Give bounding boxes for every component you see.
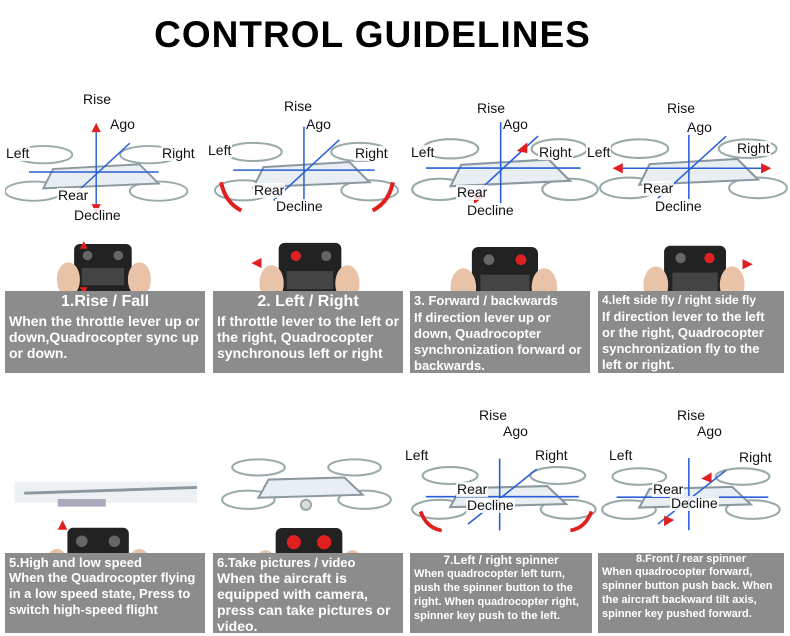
drone-icon [214,141,399,202]
label-decline: Decline [275,198,324,214]
label-right: Right [534,447,569,463]
panel-left-right-spinner: Rise Ago Left Right Rear Decline 7.Left … [404,407,597,635]
panel-side-fly: Rise Ago Left Right Rear Decline 4.left … [586,95,788,373]
label-ago: Ago [696,423,723,439]
label-decline: Decline [466,202,515,218]
caption-body: When the throttle lever up or down,Quadr… [9,313,200,361]
caption-title: 1.Rise / Fall [60,293,150,310]
label-right: Right [354,145,389,161]
label-rear: Rear [456,481,489,497]
label-left: Left [207,142,233,158]
caption-title: 2. Left / Right [257,293,359,310]
label-rear: Rear [253,182,286,198]
panel-front-rear-spinner: Rise Ago Left Right Rear Decline 8.Front… [598,407,784,635]
label-rise: Rise [476,100,507,116]
label-rise: Rise [82,91,113,107]
drone-icon [5,145,189,202]
caption-title: 6.Take pictures / video [217,555,356,570]
label-rise: Rise [478,407,509,423]
caption-body: When quadrocopter left turn, push the sp… [414,568,579,622]
caption-panel-2: 2. Left / Right If throttle lever to the… [213,291,403,373]
label-rear: Rear [642,180,675,196]
label-right: Right [736,140,771,156]
label-rear: Rear [57,187,90,203]
label-rear: Rear [652,481,685,497]
caption-panel-5: 5.High and low speed When the Quadrocopt… [5,553,205,633]
drone-controller-illustration [5,122,189,297]
drone-controller-illustration [214,126,399,302]
caption-title: 8.Front / rear spinner [635,553,747,565]
label-left: Left [404,447,430,463]
caption-title: 3. Forward / backwards [414,293,558,308]
caption-panel-8: 8.Front / rear spinner When quadrocopter… [598,553,784,633]
caption-panel-4: 4.left side fly / right side fly If dire… [598,291,784,373]
drone-icon [221,458,392,511]
label-ago: Ago [109,116,136,132]
panel-forward-backwards: Rise Ago Left Right Rear Decline 3. Forw… [410,95,599,373]
caption-panel-1: 1.Rise / Fall When the throttle lever up… [5,291,205,373]
label-right: Right [538,144,573,160]
panel-pictures-video: 6.Take pictures / video When the aircraf… [213,410,403,635]
drone-icon [14,481,197,507]
caption-title: 5.High and low speed [9,555,142,570]
panel-left-right: Rise Ago Left Right Rear Decline 2. Left… [207,95,403,373]
caption-title: 4.left side fly / right side fly [602,293,757,307]
label-rear: Rear [456,184,489,200]
label-decline: Decline [654,198,703,214]
caption-panel-6: 6.Take pictures / video When the aircraf… [213,553,403,634]
caption-body: If direction lever to the left or the ri… [602,309,765,372]
label-ago: Ago [502,116,529,132]
panel-speed: 5.High and low speed When the Quadrocopt… [5,410,205,635]
caption-panel-3: 3. Forward / backwards If direction leve… [410,291,590,373]
caption-panel-7: 7.Left / right spinner When quadrocopter… [410,553,592,633]
caption-body: When quadrocopter forward, spinner butto… [602,566,773,620]
caption-title: 7.Left / right spinner [443,553,559,567]
label-decline: Decline [73,207,122,223]
caption-body: When the aircraft is equipped with camer… [217,570,391,634]
caption-body: When the Quadrocopter flying in a low sp… [9,570,196,617]
label-right: Right [738,449,773,465]
label-ago: Ago [305,116,332,132]
caption-body: If throttle lever to the left or the rig… [217,313,400,361]
panel-rise-fall: Rise Ago Left Right Rear Decline 1.Rise … [5,91,205,373]
controller-icon [56,241,151,297]
drone-icon [601,467,781,520]
caption-body: If direction lever up or down, Quadrocop… [414,310,582,373]
page-title: CONTROL GUIDELINES [154,14,591,55]
label-left: Left [5,145,31,161]
label-rise: Rise [666,100,697,116]
label-decline: Decline [466,497,515,513]
label-ago: Ago [686,119,713,135]
label-rise: Rise [283,98,314,114]
label-right: Right [161,145,196,161]
label-left: Left [410,144,436,160]
drone-icon [411,138,599,202]
label-decline: Decline [670,495,719,511]
label-left: Left [608,447,634,463]
label-rise: Rise [676,407,707,423]
label-left: Left [586,144,612,160]
label-ago: Ago [502,423,529,439]
